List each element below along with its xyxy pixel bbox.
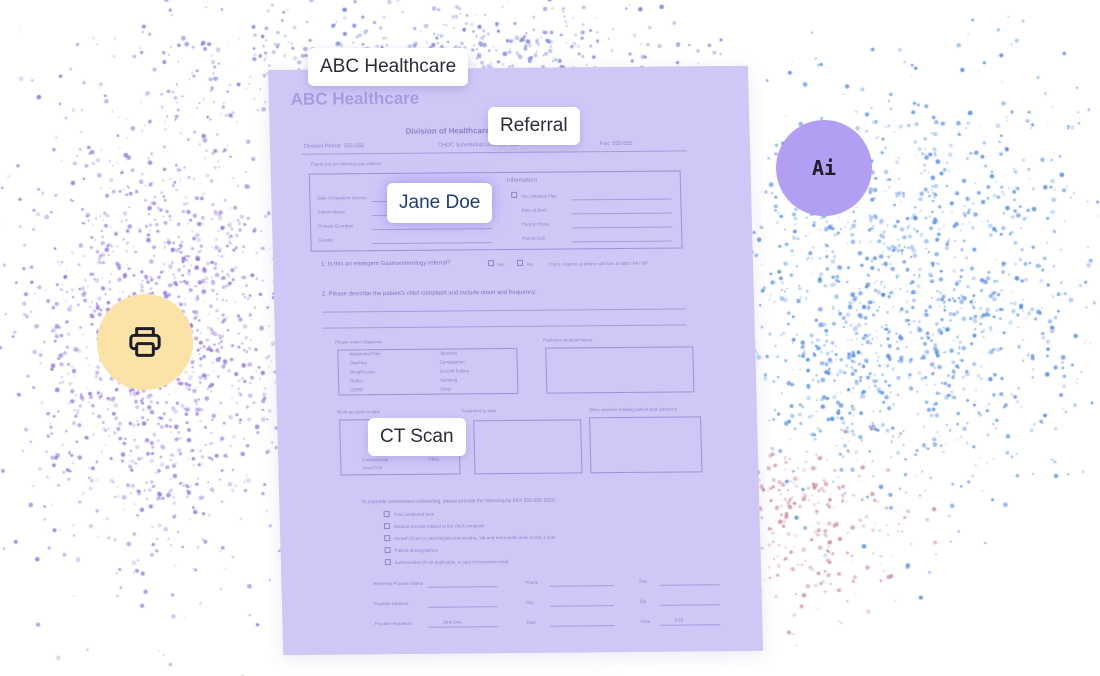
document-division-title: Division of Healthcare: [405, 126, 490, 136]
expedite-note: To expedite assessment scheduling, pleas…: [361, 497, 557, 506]
diagnosis-item: Constipation: [439, 359, 465, 365]
footer-label: City: [525, 599, 534, 605]
diagnosis-item: Weight Loss: [349, 369, 375, 375]
q1-option: Yes: [497, 262, 505, 268]
answer-line: [322, 308, 687, 313]
checkbox: [384, 535, 391, 542]
checkbox: [383, 523, 391, 530]
checkbox: [383, 511, 390, 518]
expedite-item: Patient demographics: [394, 547, 439, 554]
section-note: Thank you for referring your patient: [310, 161, 381, 167]
diagnosis-item: Abdominal Pain: [349, 351, 382, 357]
demographic-label: Primary Guardian: [318, 223, 354, 229]
footer-label: Date: [526, 619, 537, 625]
demographics-header: Information: [506, 177, 537, 184]
expedite-item: This completed form: [393, 511, 435, 518]
diagnosis-item: Growth Failure: [439, 368, 470, 374]
history-box: [545, 346, 695, 394]
q1-option: No: [526, 261, 533, 267]
footer-label: Zip: [639, 598, 647, 604]
referral-document: ABC Healthcare Division of Healthcare Di…: [268, 65, 764, 656]
form-line: [550, 625, 615, 627]
concerns-box: [589, 416, 703, 474]
test-callout: CT Scan: [368, 418, 466, 456]
diagnosis-header: Please select diagnosis: [335, 339, 383, 345]
demographic-label: Parent Cell: [522, 235, 545, 241]
footer-label: Fax: [639, 578, 647, 584]
form-line: [428, 606, 499, 608]
fax-number: Fax: 555-555: [599, 140, 633, 148]
treatment-header: Treatment to date: [460, 408, 497, 414]
history-header: Pertinent medical history: [542, 337, 593, 343]
demographic-label: Gender: [318, 237, 334, 243]
workup-item: Stool Cult: [362, 465, 382, 471]
demographic-label: Date of Birth: [521, 207, 547, 213]
demographic-label: Date of Inpatient Service: [317, 195, 367, 201]
form-line: [427, 586, 498, 588]
print-badge: [97, 294, 193, 390]
checkbox-checked: [487, 260, 495, 267]
doctype-callout: Referral: [488, 107, 580, 145]
ai-badge: Ai: [776, 120, 872, 216]
patient-name-callout: Jane Doe: [387, 183, 493, 223]
division-phone: Division Phone: 555-555: [303, 143, 364, 150]
form-line: [660, 624, 721, 626]
footer-label: Provider Address: [373, 600, 409, 607]
document-org-title: ABC Healthcare: [290, 88, 420, 109]
ai-label: Ai: [811, 156, 837, 180]
demographics-box: [308, 170, 683, 252]
form-line: [549, 605, 614, 607]
checkbox: [511, 191, 518, 198]
demographic-label: Parent Phone: [521, 221, 550, 227]
question-2: 2. Please describe the patient's chief c…: [321, 289, 537, 298]
header-rule: [302, 150, 688, 155]
org-callout: ABC Healthcare: [308, 48, 469, 86]
answer-line: [322, 324, 687, 329]
demographic-label: Patient Name: [317, 209, 346, 215]
treatment-box: [473, 419, 583, 475]
footer-label: Provider Signature: [374, 620, 412, 627]
checkbox: [516, 259, 524, 266]
signature-value: John Doe: [442, 619, 462, 625]
workup-header: Work-up done to date: [336, 409, 381, 415]
expedite-item: Medical records related to the chief com…: [393, 523, 485, 530]
time-value: 3:33: [674, 617, 684, 623]
diagnosis-item: Jaundice: [439, 350, 458, 356]
checkbox: [384, 559, 391, 566]
printer-icon: [129, 327, 161, 357]
expedite-item: Authorization (if not applicable, a copy…: [394, 559, 509, 566]
form-line: [549, 585, 614, 587]
diagnosis-item: Reflux: [350, 378, 363, 384]
diagnosis-item: GERD: [350, 387, 364, 393]
diagnosis-item: Vomiting: [440, 377, 458, 383]
q1-note: If yes, requires a phone call from an MD…: [548, 260, 649, 267]
diagnosis-item: Other: [440, 386, 452, 392]
form-line: [659, 584, 720, 586]
checkbox: [384, 547, 391, 554]
footer-label: Referring Provider Name: [373, 580, 424, 587]
question-1: 1. Is this an emergent Gastroenterology …: [321, 260, 451, 268]
form-line: [659, 604, 720, 606]
concerns-header: Other provider treating patient and conc…: [588, 406, 677, 413]
footer-label: Phone: [525, 579, 539, 585]
workup-item: Colonoscopy: [362, 457, 389, 463]
footer-label: Time: [640, 618, 651, 624]
diagnosis-item: Diarrhea: [349, 360, 367, 366]
workup-item: Other: [428, 456, 440, 462]
form-line: [428, 626, 499, 628]
expedite-item: Growth Chart or past heights and weights…: [394, 534, 556, 542]
demographic-label: Yes, Medical Plan: [521, 193, 557, 199]
